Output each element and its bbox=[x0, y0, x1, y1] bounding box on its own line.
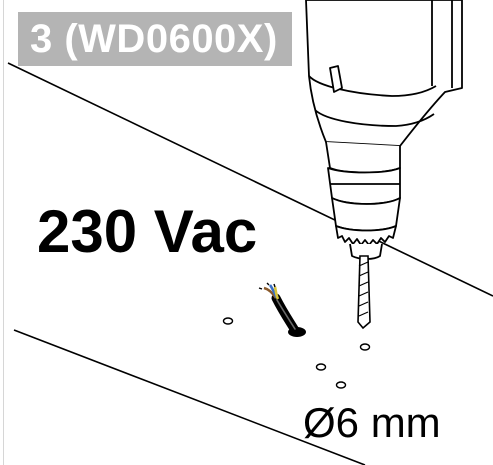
hole-diameter-label: Ø6 mm bbox=[303, 399, 441, 446]
hole-icon bbox=[222, 317, 234, 325]
drill-icon bbox=[305, 0, 463, 260]
wall-edges bbox=[7, 62, 493, 465]
voltage-label: 230 Vac bbox=[37, 198, 258, 265]
wire-yellow-green bbox=[273, 286, 280, 300]
drill-bit-shank bbox=[357, 255, 371, 330]
mounting-holes bbox=[222, 317, 371, 389]
wall-back-edge bbox=[7, 62, 493, 297]
drill-neck bbox=[325, 141, 401, 174]
wall-front-edge bbox=[13, 329, 366, 465]
drill-housing bbox=[305, 0, 463, 147]
drill-switch bbox=[329, 65, 343, 93]
cable-sheath-highlight bbox=[276, 299, 296, 330]
drill-bit-flutes bbox=[358, 261, 369, 317]
hole-icon bbox=[359, 343, 371, 351]
drill-chuck-teeth bbox=[335, 225, 397, 246]
left-margin-rule bbox=[3, 0, 4, 465]
drill-housing-rim bbox=[308, 75, 437, 97]
wire-tips bbox=[258, 282, 276, 290]
hole-icon bbox=[335, 381, 347, 389]
drill-bit-icon bbox=[357, 255, 371, 330]
drill-housing-lower-rim bbox=[314, 109, 435, 127]
cable-icon bbox=[258, 282, 306, 337]
drill-chuck-upper bbox=[327, 167, 401, 205]
step-badge: 3 (WD0600X) bbox=[18, 12, 292, 66]
hole-icon bbox=[315, 363, 327, 371]
